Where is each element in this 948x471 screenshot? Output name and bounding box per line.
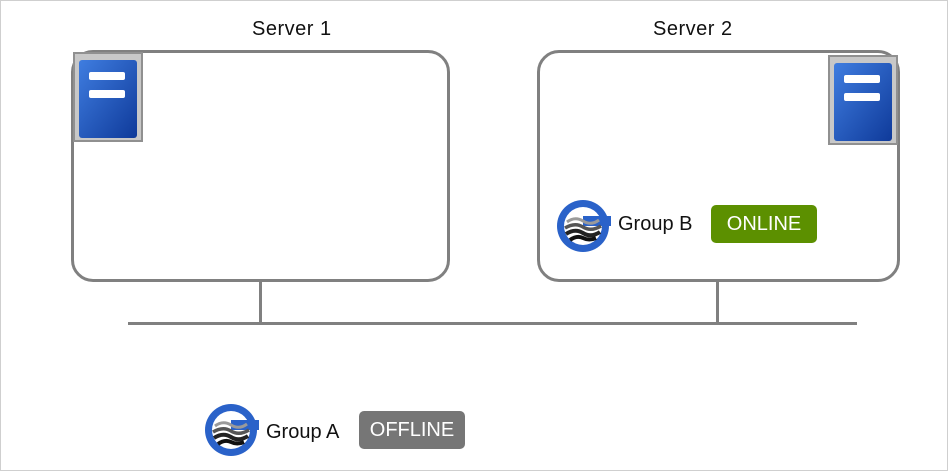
server-1-label: Server 1 bbox=[252, 18, 332, 40]
server-icon bbox=[828, 55, 898, 145]
group-a-label: Group A bbox=[266, 421, 340, 443]
server-1-box bbox=[71, 50, 450, 282]
server-2-connector bbox=[716, 282, 719, 324]
server-icon bbox=[73, 52, 143, 142]
status-badge-offline: OFFLINE bbox=[359, 411, 465, 449]
group-icon bbox=[203, 402, 259, 463]
server-2-label: Server 2 bbox=[653, 18, 733, 40]
status-badge-online: ONLINE bbox=[711, 205, 817, 243]
server-1-connector bbox=[259, 282, 262, 324]
group-icon bbox=[555, 198, 611, 259]
group-b-label: Group B bbox=[618, 213, 693, 235]
network-line bbox=[128, 322, 857, 325]
